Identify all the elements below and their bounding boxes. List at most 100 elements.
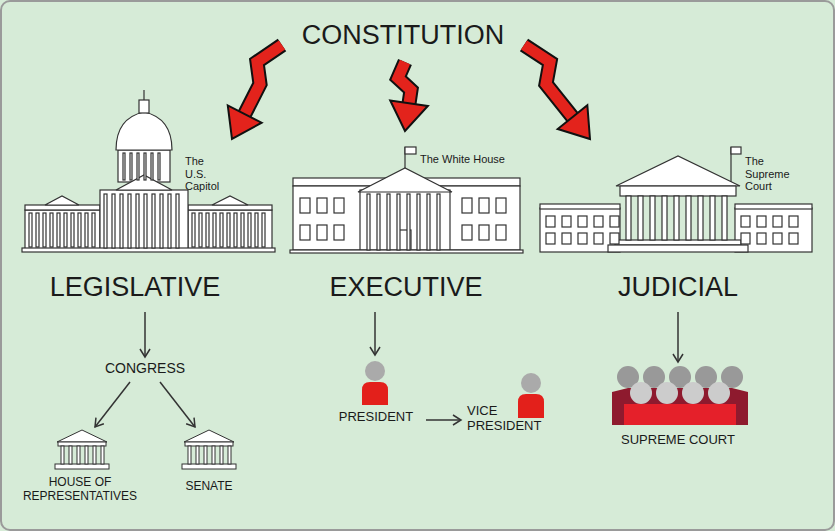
source-heading: CONSTITUTION bbox=[283, 16, 523, 60]
white-house-window bbox=[300, 198, 310, 213]
arrow-head bbox=[228, 105, 262, 139]
white-house-window bbox=[334, 198, 344, 213]
branch-node: The U.S. CapitolLEGISLATIVE bbox=[25, 140, 275, 310]
white-house-column bbox=[437, 194, 440, 250]
court-column bbox=[698, 196, 703, 240]
white-house-column bbox=[377, 194, 380, 250]
arrow-shaft bbox=[243, 45, 282, 117]
senate-icon-part bbox=[185, 442, 233, 446]
court-window bbox=[610, 233, 619, 244]
capitol-column bbox=[136, 194, 139, 248]
senate-column bbox=[212, 446, 215, 464]
supreme-court-building-part bbox=[615, 240, 741, 245]
court-column bbox=[638, 196, 643, 240]
senate-icon-part bbox=[182, 464, 236, 469]
justices-figure-part bbox=[630, 382, 652, 404]
house-icon-part bbox=[61, 446, 104, 464]
house-column bbox=[69, 446, 72, 464]
white-house-building-part bbox=[293, 186, 520, 250]
house-column bbox=[101, 446, 104, 464]
court-column bbox=[662, 196, 667, 240]
supreme-court-building-part bbox=[616, 156, 740, 186]
court-window bbox=[562, 216, 571, 227]
capitol-column bbox=[57, 213, 60, 247]
white-house-window bbox=[334, 225, 344, 240]
branch-arrow bbox=[524, 45, 590, 139]
court-window bbox=[773, 233, 782, 244]
capitol-column bbox=[43, 213, 46, 247]
flow-arrow bbox=[673, 312, 683, 362]
capitol-column bbox=[192, 213, 195, 247]
capitol-building-part bbox=[100, 190, 188, 250]
court-window bbox=[789, 233, 798, 244]
white-house-building-part bbox=[360, 190, 450, 250]
capitol-building-part bbox=[25, 210, 100, 250]
court-window bbox=[546, 216, 555, 227]
court-column bbox=[686, 196, 691, 240]
white-house-window bbox=[462, 198, 472, 213]
arrow-outline bbox=[243, 45, 282, 117]
capitol-column bbox=[206, 213, 209, 247]
capitol-column bbox=[199, 213, 202, 247]
court-node: SUPREME COURT bbox=[605, 363, 752, 453]
chamber-node: HOUSE OF REPRESENTATIVES bbox=[14, 428, 146, 510]
court-column bbox=[710, 196, 715, 240]
capitol-building-part bbox=[25, 205, 100, 210]
caption-label: SUPREME COURT bbox=[621, 433, 735, 448]
caption-label: SENATE bbox=[185, 480, 232, 494]
president-figure-part bbox=[362, 382, 388, 405]
arrow-head bbox=[390, 101, 428, 131]
capitol-column bbox=[92, 213, 95, 247]
capitol-building-part bbox=[118, 150, 170, 182]
court-window bbox=[741, 216, 750, 227]
branch-arrow bbox=[390, 62, 428, 131]
branch-node: The White HouseEXECUTIVE bbox=[290, 132, 522, 310]
court-window bbox=[610, 216, 619, 227]
flow-arrow bbox=[140, 312, 150, 357]
arrow-outline bbox=[524, 45, 574, 119]
vice-president-figure-part bbox=[521, 373, 541, 393]
caption-label: The U.S. Capitol bbox=[185, 155, 219, 193]
arrow-head bbox=[370, 347, 380, 355]
vice-president-figure-part bbox=[518, 394, 544, 418]
white-house-building-part bbox=[358, 168, 452, 192]
capitol-building bbox=[22, 90, 275, 252]
capitol-column bbox=[262, 213, 265, 247]
caption-label: HOUSE OF REPRESENTATIVES bbox=[23, 476, 137, 504]
capitol-column bbox=[137, 153, 139, 180]
house-icon-part bbox=[55, 464, 109, 469]
house-icon-part bbox=[57, 430, 107, 442]
branch-label: CONSTITUTION bbox=[302, 20, 505, 51]
senate-icon bbox=[182, 430, 236, 469]
capitol-building-part bbox=[188, 205, 272, 210]
arrow-head bbox=[673, 354, 683, 362]
white-house-window bbox=[300, 225, 310, 240]
branch-label: LEGISLATIVE bbox=[50, 272, 221, 303]
arrow-head bbox=[140, 349, 150, 357]
caption-label: The White House bbox=[420, 153, 505, 166]
caption-label: CONGRESS bbox=[105, 360, 185, 376]
court-window bbox=[757, 233, 766, 244]
caption-label: PRESIDENT bbox=[339, 410, 413, 425]
white-house-window bbox=[496, 198, 506, 213]
justices-figure-part bbox=[682, 382, 704, 404]
capitol-column bbox=[158, 153, 160, 180]
president-figure-part bbox=[365, 361, 385, 381]
court-window bbox=[546, 233, 555, 244]
capitol-column bbox=[36, 213, 39, 247]
court-window bbox=[578, 233, 587, 244]
senate-column bbox=[204, 446, 207, 464]
capitol-building-part bbox=[188, 210, 272, 250]
justices-figure-part bbox=[656, 382, 678, 404]
arrow-shaft bbox=[95, 382, 130, 427]
arrow-shaft bbox=[426, 419, 461, 421]
arrow-head bbox=[186, 418, 195, 427]
arrow-shaft bbox=[398, 62, 411, 106]
arrow-head bbox=[453, 415, 461, 425]
house-column bbox=[85, 446, 88, 464]
capitol-column bbox=[152, 194, 155, 248]
capitol-column bbox=[85, 213, 88, 247]
